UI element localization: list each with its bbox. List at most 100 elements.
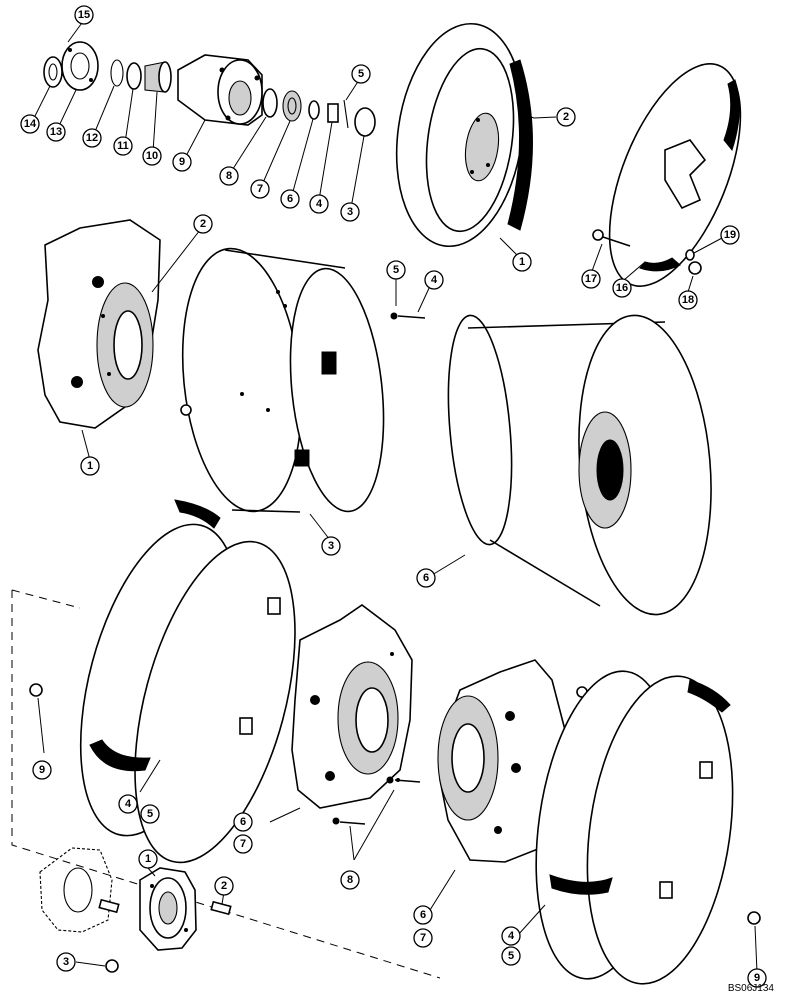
callout-label: 8: [226, 170, 232, 182]
drawing-code: BS06J134: [727, 983, 774, 994]
callout-label: 6: [287, 193, 293, 205]
callout-label: 12: [86, 132, 98, 144]
snap-ring-part: [110, 59, 124, 87]
callout-bubble: 13: [46, 122, 66, 142]
callout-label: 1: [519, 256, 525, 268]
callout-bubble: 7: [233, 834, 253, 854]
callout-label: 11: [117, 140, 129, 152]
callout-label: 5: [508, 950, 514, 962]
callout-label: 9: [754, 972, 760, 984]
callout-label: 2: [200, 218, 206, 230]
top-leaders: [32, 19, 557, 257]
callout-label: 18: [682, 294, 694, 306]
callout-label: 1: [145, 853, 151, 865]
callout-bubble: 4: [309, 194, 329, 214]
callout-bubble: 6: [233, 812, 253, 832]
callout-bubble: 1: [80, 456, 100, 476]
callout-label: 9: [39, 764, 45, 776]
pin-part: [343, 99, 349, 129]
top-hub-assembly: [43, 22, 535, 248]
race-part: [126, 62, 142, 90]
callout-bubble: 14: [20, 114, 40, 134]
wide-wheel-part: [447, 314, 513, 546]
callout-bubble: 3: [321, 536, 341, 556]
callout-bubble: 7: [250, 179, 270, 199]
callout-label: 4: [508, 930, 515, 942]
callout-bubble: 3: [56, 952, 76, 972]
middle-leaders: [81, 229, 466, 576]
callout-bubble: 9: [747, 968, 767, 988]
callout-label: 13: [50, 126, 62, 138]
cap-flange-part: [61, 41, 99, 91]
callout-bubble: 6: [413, 905, 433, 925]
seal-part: [43, 56, 63, 88]
callout-label: 3: [63, 956, 69, 968]
callout-label: 6: [423, 572, 429, 584]
callout-bubble: 2: [193, 214, 213, 234]
lower-right-leaders: [429, 869, 758, 973]
callout-bubble: 18: [678, 290, 698, 310]
callout-bubble: 9: [172, 152, 192, 172]
callout-label: 6: [240, 816, 246, 828]
callout-bubble: 8: [340, 870, 360, 890]
callout-bubble: 6: [280, 189, 300, 209]
wheel-cover-assembly: [591, 63, 742, 293]
callout-bubble: 3: [340, 202, 360, 222]
washer-part: [308, 100, 320, 120]
callout-bubble: 19: [720, 225, 740, 245]
nut-part: [327, 103, 339, 123]
lower-left-leaders: [37, 697, 395, 861]
callout-label: 1: [87, 460, 93, 472]
callout-label: 6: [420, 909, 426, 921]
rim-bolt-part: [397, 315, 426, 319]
callout-bubble: 6: [416, 568, 436, 588]
callout-label: 10: [146, 150, 158, 162]
callout-label: 2: [563, 111, 569, 123]
callout-label: 9: [179, 156, 185, 168]
callout-bubble: 1: [138, 849, 158, 869]
callout-bubble: 16: [612, 278, 632, 298]
callout-labels: 15 14 13 12 11 10 9 8 7 6 5 4 3 2 1 19 1…: [20, 5, 767, 988]
callout-bubble: 4: [118, 794, 138, 814]
callout-bubble: 2: [556, 107, 576, 127]
callout-bubble: 10: [142, 146, 162, 166]
race-part: [262, 88, 278, 118]
lower-right-assembly: [386, 659, 761, 985]
callout-bubble: 4: [424, 270, 444, 290]
callout-label: 19: [724, 229, 736, 241]
callout-label: 3: [328, 540, 334, 552]
callout-bubble: 1: [512, 252, 532, 272]
callout-bubble: 4: [501, 926, 521, 946]
lower-left-assembly: [11, 499, 441, 979]
callout-bubble: 9: [32, 760, 52, 780]
callout-label: 4: [125, 798, 132, 810]
callout-bubble: 2: [214, 876, 234, 896]
callout-bubble: 11: [113, 136, 133, 156]
cover-bolt-part: [599, 235, 631, 247]
callout-bubble: 12: [82, 128, 102, 148]
callout-label: 3: [347, 206, 353, 218]
callout-label: 16: [616, 282, 628, 294]
cover-nut-part: [688, 261, 702, 275]
cap-part: [354, 107, 376, 137]
callout-label: 17: [585, 273, 597, 285]
callout-label: 5: [358, 68, 364, 80]
callout-bubble: 5: [386, 260, 406, 280]
callout-label: 15: [78, 9, 90, 21]
callout-label: 2: [221, 880, 227, 892]
hub-adapter-assembly: [39, 847, 232, 973]
callout-bubble: 5: [140, 804, 160, 824]
bearing-part: [282, 90, 302, 122]
callout-bubble: 5: [501, 946, 521, 966]
callout-bubble: 17: [581, 269, 601, 289]
callout-label: 4: [431, 274, 438, 286]
callout-label: 8: [347, 874, 353, 886]
callout-label: 7: [420, 932, 426, 944]
callout-label: 14: [24, 118, 37, 130]
callout-bubble: 15: [74, 5, 94, 25]
callout-label: 7: [257, 183, 263, 195]
callout-bubble: 7: [413, 928, 433, 948]
callout-label: 4: [316, 198, 323, 210]
callout-label: 5: [393, 264, 399, 276]
